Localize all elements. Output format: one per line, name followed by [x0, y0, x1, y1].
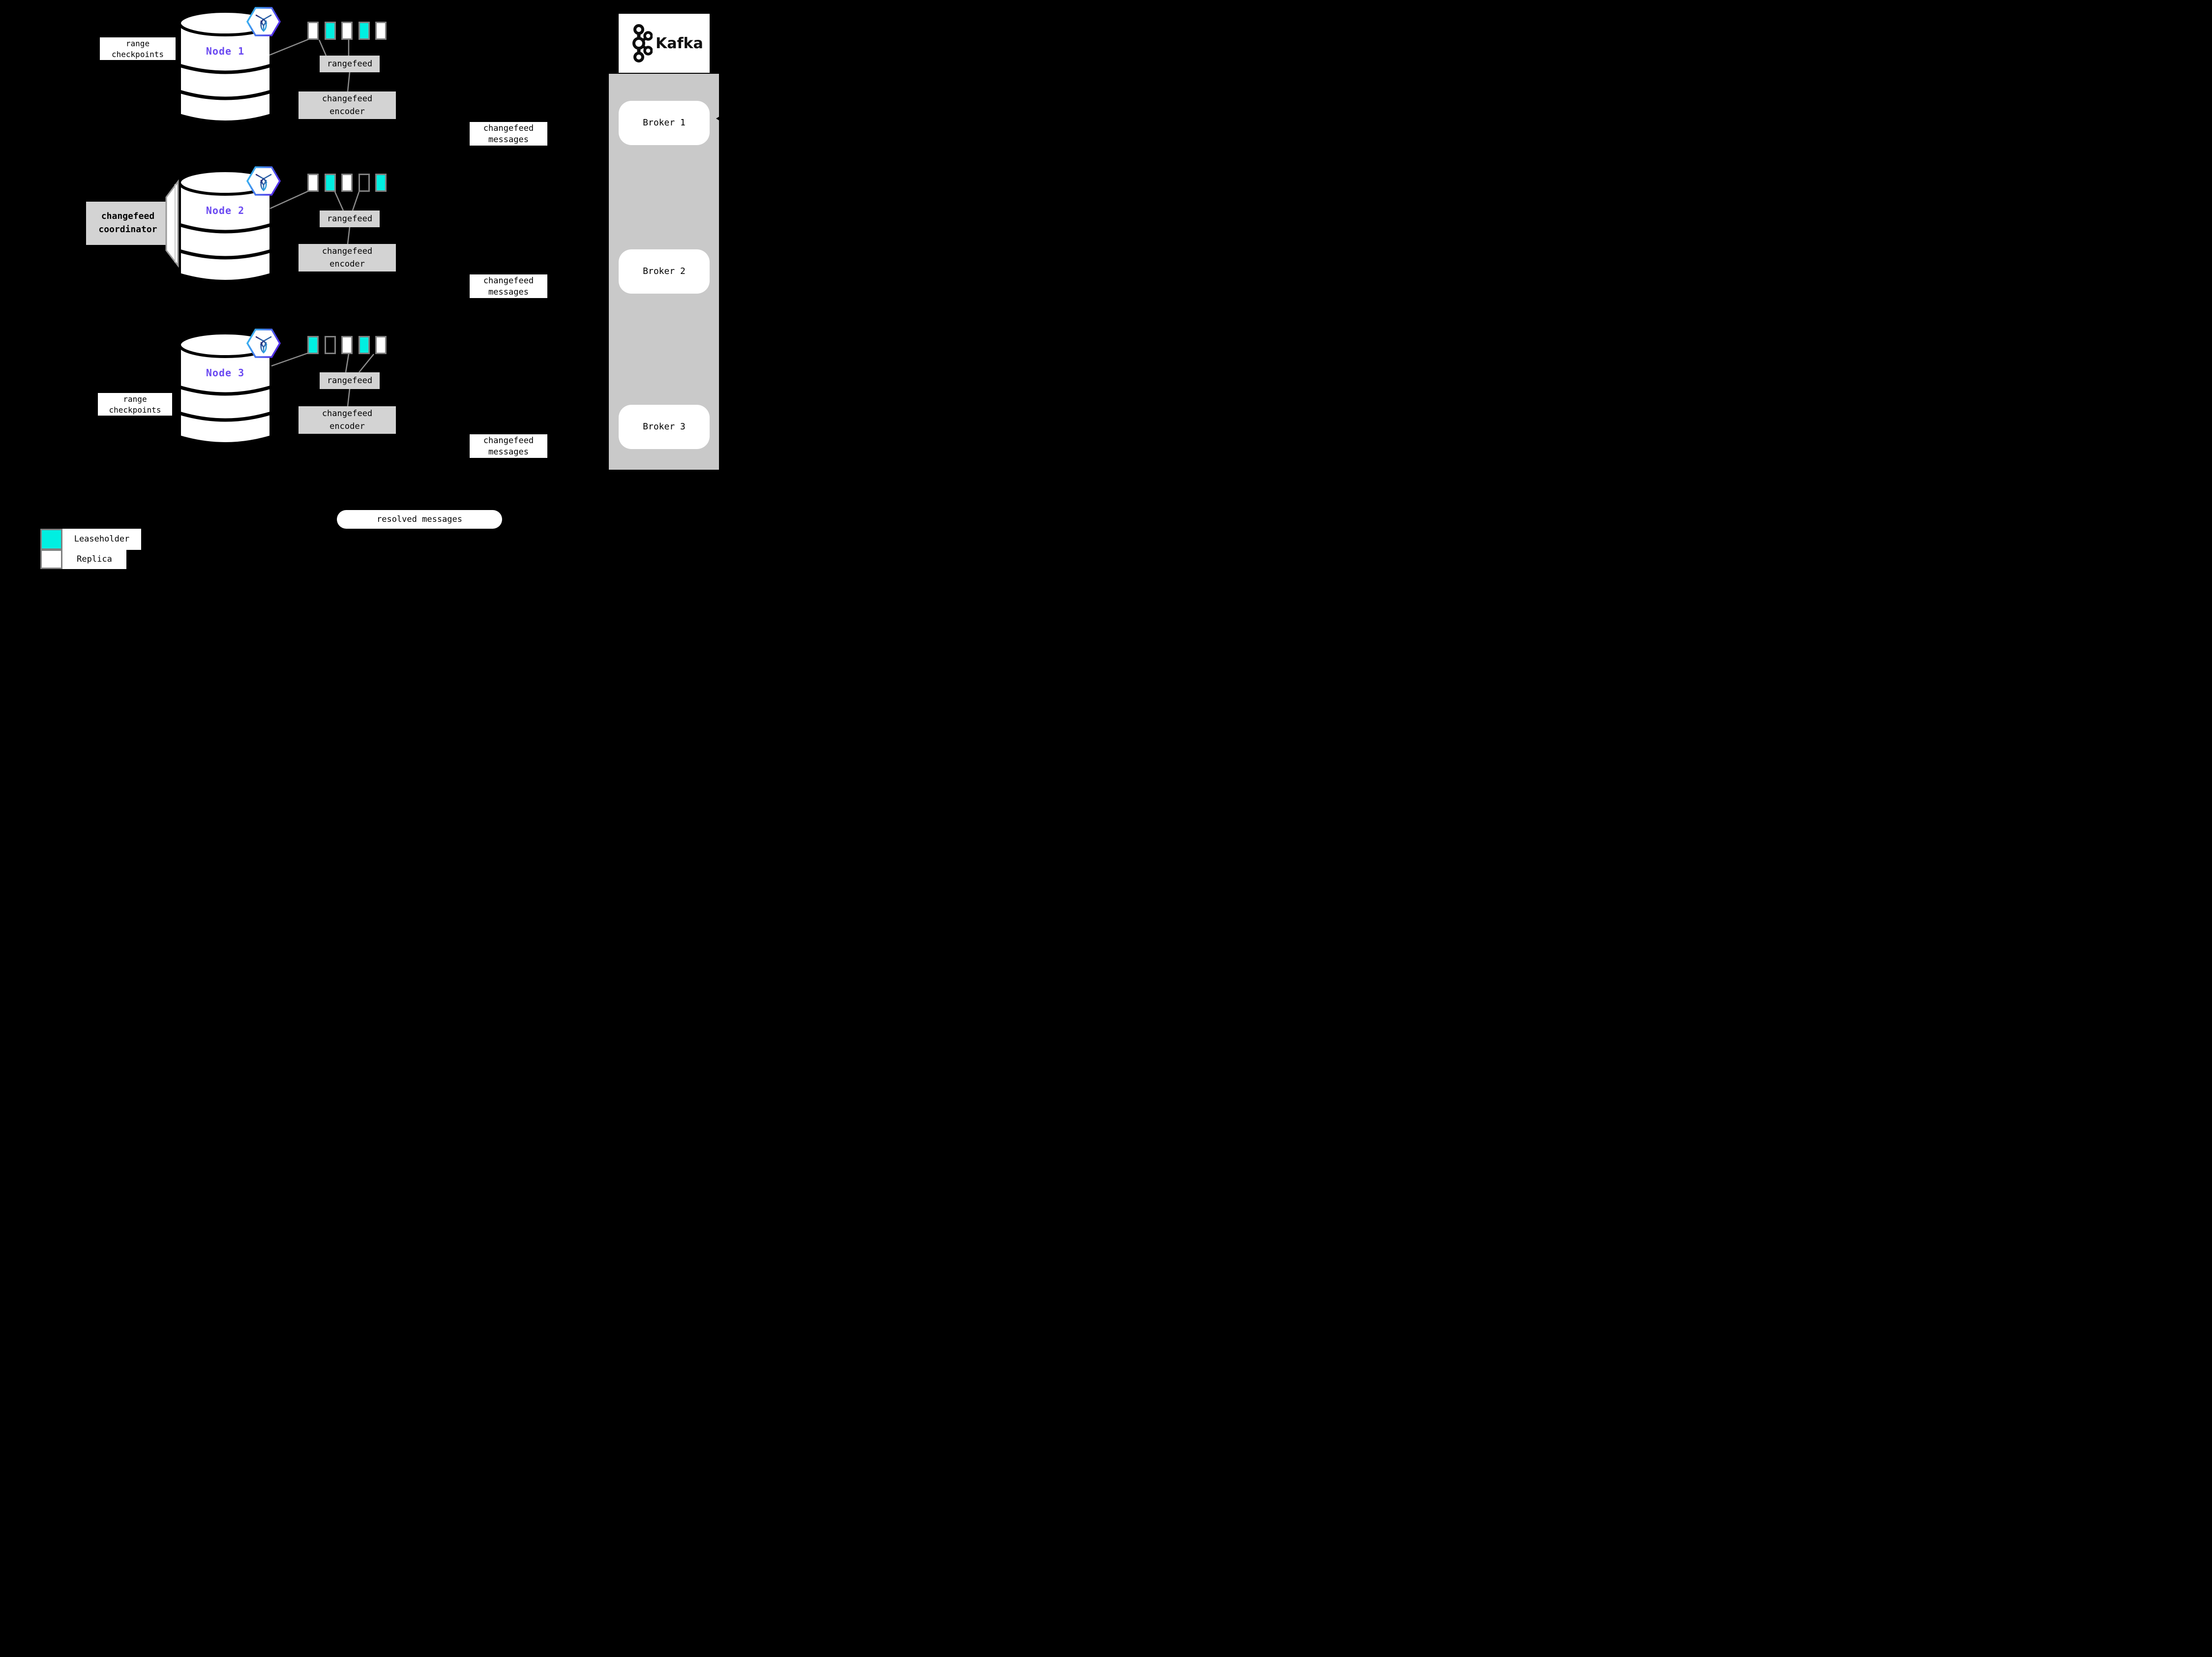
coordinator-box: changefeed coordinator — [86, 202, 170, 245]
legend-label: Leaseholder — [62, 529, 141, 550]
node-group-1: Node 1 rangefeed changefeed encoder — [162, 7, 396, 139]
broker-box-1: Broker 1 — [619, 101, 710, 145]
cockroachdb-hexagon-icon — [246, 329, 281, 358]
changefeed-encoder-box: changefeed encoder — [299, 244, 396, 271]
node-cylinder — [178, 166, 281, 283]
changefeed-messages-label: changefeed messages — [470, 274, 547, 298]
kafka-logo-icon — [632, 24, 653, 62]
range-checkpoints-label: range checkpoints — [98, 393, 172, 416]
range-rect-empty — [358, 174, 370, 192]
range-checkpoints-label: range checkpoints — [100, 37, 176, 60]
node-label: Node 2 — [206, 205, 245, 216]
range-rect-leaseholder — [358, 336, 370, 354]
range-rect-replica — [307, 174, 319, 192]
range-rect-replica — [341, 174, 353, 192]
node-group-2: Node 2 rangefeed changefeed encoder — [162, 166, 396, 298]
node-cylinder — [178, 329, 281, 445]
broker-box-2: Broker 2 — [619, 249, 710, 294]
cockroachdb-hexagon-icon — [246, 166, 281, 196]
legend-swatch-leaseholder — [40, 529, 62, 550]
changefeed-encoder-box: changefeed encoder — [299, 406, 396, 434]
range-rect-replica — [341, 336, 353, 354]
rangefeed-box: rangefeed — [320, 211, 380, 227]
changefeed-messages-label: changefeed messages — [470, 122, 547, 146]
range-rect-leaseholder — [358, 22, 370, 40]
legend-swatch-replica — [40, 549, 62, 569]
diagram-canvas: { "colors": { "background": "#000000", "… — [0, 0, 771, 577]
range-rect-leaseholder — [375, 174, 387, 192]
range-rect-leaseholder — [307, 336, 319, 354]
range-rect-replica — [375, 22, 387, 40]
changefeed-encoder-box: changefeed encoder — [299, 91, 396, 119]
range-rect-replica — [375, 336, 387, 354]
broker-box-3: Broker 3 — [619, 405, 710, 449]
node-cylinder — [178, 7, 281, 123]
range-rect-leaseholder — [324, 22, 336, 40]
range-rect-leaseholder — [324, 174, 336, 192]
changefeed-messages-label: changefeed messages — [470, 434, 547, 458]
resolved-messages-pill: resolved messages — [337, 510, 502, 529]
range-rect-empty — [324, 336, 336, 354]
cockroachdb-hexagon-icon — [246, 7, 281, 36]
rangefeed-box: rangefeed — [320, 372, 380, 389]
rangefeed-box: rangefeed — [320, 56, 380, 72]
kafka-title: Kafka — [656, 34, 703, 52]
range-rect-replica — [307, 22, 319, 40]
node-label: Node 1 — [206, 45, 245, 57]
legend-label: Replica — [62, 549, 126, 569]
node-label: Node 3 — [206, 367, 245, 379]
kafka-panel: Kafka — [619, 14, 710, 73]
range-rect-replica — [341, 22, 353, 40]
node-group-3: Node 3 rangefeed changefeed encoder — [162, 329, 396, 460]
